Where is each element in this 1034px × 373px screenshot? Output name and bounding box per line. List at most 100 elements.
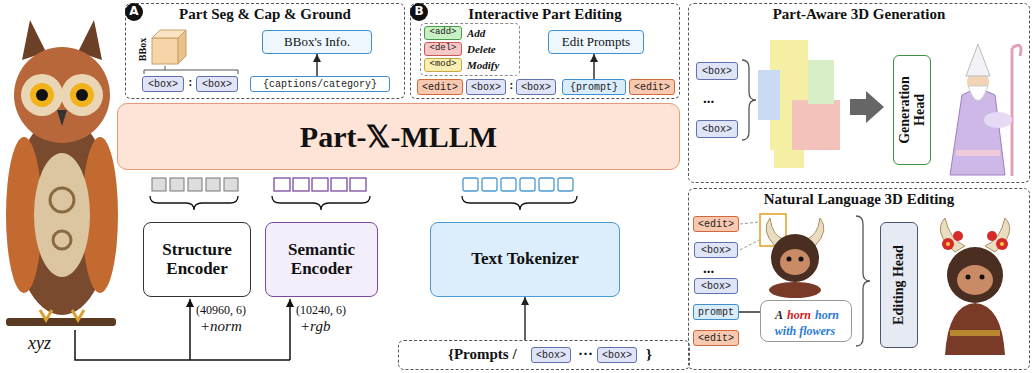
box-token: <box> bbox=[531, 347, 571, 363]
box-token: <box> bbox=[694, 278, 738, 294]
part-blocks bbox=[808, 60, 834, 104]
box-token: <box> bbox=[696, 62, 738, 80]
node-text: Text Tokenizer bbox=[471, 250, 579, 269]
token-squares bbox=[463, 178, 478, 191]
node-text: Add bbox=[467, 27, 485, 39]
source-figure bbox=[787, 257, 792, 262]
wizard-figure bbox=[1012, 45, 1021, 56]
node-text: BBox's Info. bbox=[284, 35, 350, 49]
token-squares bbox=[350, 178, 366, 191]
token-squares bbox=[274, 178, 290, 191]
node-text: B bbox=[414, 5, 423, 18]
source-figure bbox=[769, 282, 821, 298]
owl-illustration bbox=[40, 310, 84, 320]
encoder-box: Structure Encoder bbox=[143, 222, 251, 297]
token-squares bbox=[558, 178, 573, 191]
edited-figure bbox=[946, 242, 950, 246]
edited-figure bbox=[947, 247, 1003, 303]
edited-figure bbox=[987, 231, 997, 241]
edit-token: <edit> bbox=[629, 79, 675, 95]
edited-figure bbox=[945, 303, 1005, 355]
node-text: <box> bbox=[702, 66, 732, 77]
edited-figure bbox=[940, 218, 965, 252]
task-panel: Part Seg & Cap & GroundA<box><box>BBox's… bbox=[125, 3, 405, 99]
tokenizer-box: Text Tokenizer bbox=[430, 222, 620, 297]
node-text: prompt bbox=[698, 307, 734, 318]
edited-figure bbox=[996, 238, 1008, 250]
node-text: <box> bbox=[602, 350, 632, 361]
node-text: ... bbox=[703, 260, 714, 277]
box-token: <box> bbox=[142, 76, 184, 92]
node-text: Part-𝕏-MLLM bbox=[300, 120, 497, 153]
dimension-label: (10240, 6) bbox=[296, 303, 346, 318]
edit-token: <edit> bbox=[417, 79, 463, 95]
bbox-cube bbox=[178, 30, 186, 64]
token-squares bbox=[206, 178, 220, 191]
task-panel: Interactive Part EditingBAddDeleteModify… bbox=[410, 3, 680, 99]
input-wires bbox=[189, 299, 191, 360]
node-text: <box> bbox=[701, 281, 731, 292]
owl-illustration bbox=[34, 153, 90, 277]
node-text: <mod> bbox=[429, 60, 456, 70]
panel-title: Part Seg & Cap & Ground bbox=[126, 6, 404, 23]
brace bbox=[462, 196, 577, 210]
owl-illustration bbox=[61, 74, 103, 116]
wizard-figure bbox=[956, 150, 1000, 156]
node-text: Structure Encoder bbox=[148, 241, 246, 278]
owl-illustration bbox=[21, 74, 63, 116]
source-figure bbox=[780, 249, 810, 275]
task-panel: Natural Language 3D Editing...<edit><box… bbox=[688, 188, 1030, 370]
input-wires bbox=[75, 299, 290, 360]
delete-token: <del> bbox=[424, 42, 462, 56]
brace bbox=[742, 60, 756, 140]
node-text: <edit> bbox=[422, 82, 458, 93]
brace bbox=[272, 196, 370, 210]
part-blocks bbox=[774, 150, 804, 168]
token-squares bbox=[152, 178, 573, 191]
token-squares bbox=[520, 178, 535, 191]
feature-label: +norm bbox=[200, 318, 242, 335]
dimension-label: (40960, 6) bbox=[196, 303, 246, 318]
box-token: <box> bbox=[694, 242, 738, 258]
source-figure bbox=[799, 257, 804, 262]
box-token: <box> bbox=[597, 347, 637, 363]
box-token: <box> bbox=[466, 79, 506, 95]
node-text: <box> bbox=[702, 124, 732, 135]
input-wires bbox=[75, 330, 290, 360]
node-text: <add> bbox=[429, 28, 456, 38]
panel-title: {Prompts / bbox=[448, 346, 517, 363]
node-text: {captions/category} bbox=[263, 79, 377, 90]
feature-label: +rgb bbox=[300, 318, 330, 335]
owl-illustration bbox=[57, 110, 67, 126]
panel-title: Part-Aware 3D Generation bbox=[689, 6, 1029, 23]
node-text: Modify bbox=[467, 59, 499, 71]
token-squares bbox=[539, 178, 554, 191]
token-squares bbox=[152, 178, 166, 191]
modify-token: <mod> bbox=[424, 58, 462, 72]
source-figure bbox=[740, 214, 824, 298]
owl-illustration bbox=[53, 231, 71, 249]
token-squares bbox=[501, 178, 516, 191]
node-text: <box> bbox=[148, 79, 178, 90]
brace bbox=[150, 196, 238, 210]
box-token: <box> bbox=[696, 120, 738, 138]
prompt-token: {prompt} bbox=[562, 79, 626, 95]
mllm-band: Part-𝕏-MLLM bbox=[117, 103, 680, 170]
owl-illustration bbox=[30, 83, 54, 107]
node-text: horn bbox=[787, 308, 811, 322]
brace bbox=[856, 216, 870, 346]
edited-figure bbox=[985, 218, 1010, 252]
token-squares bbox=[312, 178, 328, 191]
token-squares bbox=[482, 178, 497, 191]
edited-figure bbox=[950, 330, 1000, 336]
owl-illustration bbox=[6, 318, 116, 326]
source-figure bbox=[771, 234, 819, 282]
token-squares bbox=[331, 178, 347, 191]
node-text: Edit Prompts bbox=[562, 35, 630, 49]
part-blocks bbox=[758, 40, 884, 168]
edited-figure bbox=[953, 231, 963, 241]
node-text: Editing Head bbox=[891, 229, 906, 341]
input-wires bbox=[289, 299, 291, 360]
